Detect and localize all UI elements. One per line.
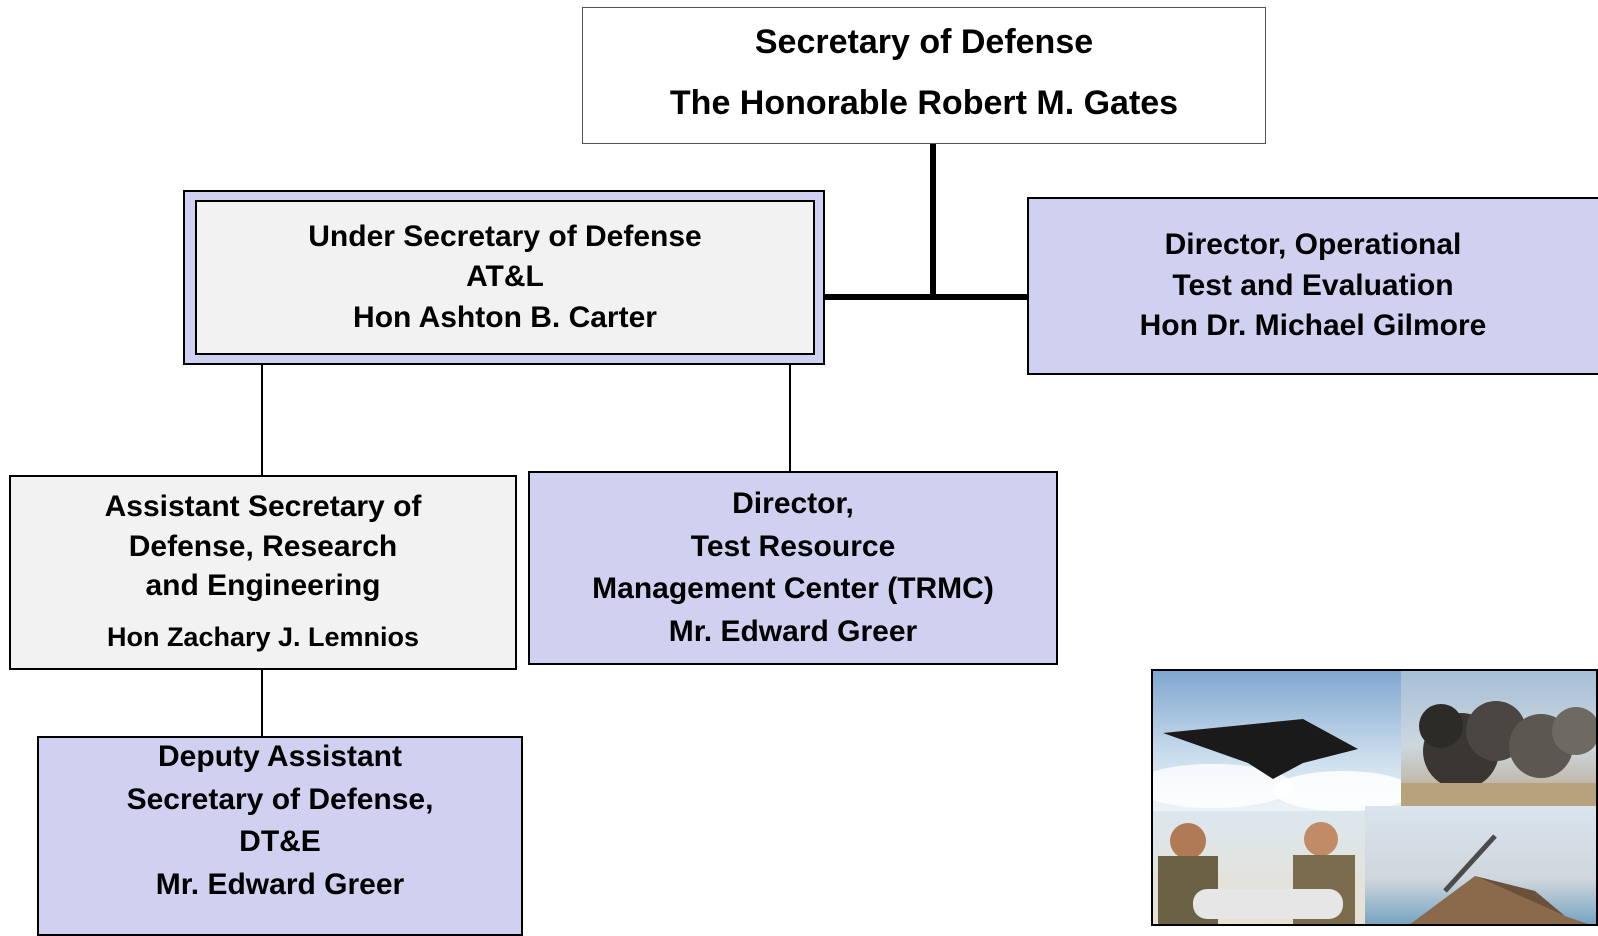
explosion-photo	[1401, 671, 1596, 806]
trmc-name: Mr. Edward Greer	[668, 614, 918, 648]
dasd-dte-box: Deputy Assistant Secretary of Defense, D…	[37, 736, 523, 936]
asd-re-line1: Assistant Secretary of	[104, 490, 422, 524]
secdef-name: The Honorable Robert M. Gates	[669, 83, 1179, 122]
photo-collage	[1151, 669, 1598, 926]
asd-re-name: Hon Zachary J. Lemnios	[106, 621, 420, 652]
connector-secdef-vertical	[930, 143, 936, 298]
usd-atl-name: Hon Ashton B. Carter	[353, 300, 657, 334]
dote-line1: Director, Operational	[1164, 228, 1462, 262]
trmc-line2: Test Resource	[690, 529, 896, 563]
asd-re-line3: and Engineering	[145, 569, 381, 603]
secdef-box: Secretary of Defense The Honorable Rober…	[582, 7, 1266, 144]
dote-line2: Test and Evaluation	[1172, 268, 1454, 302]
dasd-dte-name: Mr. Edward Greer	[155, 867, 405, 901]
connector-horizontal-usd-dote	[823, 294, 1030, 300]
dasd-dte-line1: Deputy Assistant	[158, 740, 402, 773]
usd-atl-title: Under Secretary of Defense	[308, 219, 702, 253]
trmc-line1: Director,	[732, 487, 854, 520]
dote-name: Hon Dr. Michael Gilmore	[1139, 309, 1487, 343]
connector-usd-to-asd	[261, 364, 263, 477]
crew-photo	[1153, 811, 1365, 924]
secdef-title: Secretary of Defense	[754, 23, 1094, 62]
asd-re-line2: Defense, Research	[128, 529, 398, 563]
aircraft-photo	[1153, 671, 1401, 811]
dasd-dte-line3: DT&E	[239, 825, 321, 858]
launcher-photo	[1365, 806, 1596, 924]
dasd-dte-line2: Secretary of Defense,	[126, 782, 434, 816]
dote-box: Director, Operational Test and Evaluatio…	[1027, 197, 1598, 375]
trmc-line3: Management Center (TRMC)	[592, 572, 994, 605]
connector-asd-to-dasd	[261, 668, 263, 738]
usd-atl-box: Under Secretary of Defense AT&L Hon Asht…	[195, 200, 815, 355]
connector-usd-to-trmc	[789, 364, 791, 473]
usd-atl-org: AT&L	[466, 260, 544, 294]
usd-atl-box-outer: Under Secretary of Defense AT&L Hon Asht…	[183, 190, 825, 365]
trmc-box: Director, Test Resource Management Cente…	[528, 471, 1058, 665]
asd-re-box: Assistant Secretary of Defense, Research…	[9, 475, 517, 670]
